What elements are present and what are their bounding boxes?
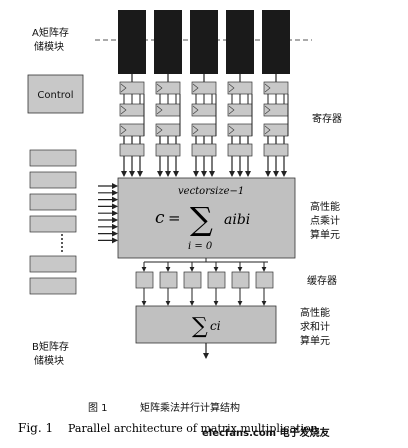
clock-mark — [192, 125, 199, 135]
sum-unit-label-2: 求和计 — [300, 320, 330, 333]
register-cell — [191, 143, 217, 157]
a-storage-block — [118, 10, 146, 74]
register-cell — [263, 143, 289, 157]
register-cell — [191, 123, 217, 137]
register-cell — [119, 123, 145, 137]
register-cell — [227, 103, 253, 117]
clock-mark — [192, 105, 199, 115]
register-cell — [155, 123, 181, 137]
control-box — [27, 74, 84, 114]
register-cell — [119, 81, 145, 95]
b-storage-block — [29, 215, 77, 233]
register-cell — [191, 103, 217, 117]
dot-product-unit — [117, 177, 296, 259]
watermark: elecfans.com 电子发烧友 — [202, 426, 330, 439]
sum-term: ci — [210, 319, 221, 333]
buffer-cell — [255, 271, 274, 289]
register-cell — [155, 103, 181, 117]
register-cell — [227, 123, 253, 137]
register-cell — [263, 81, 289, 95]
formula-lower-limit: i = 0 — [188, 241, 213, 252]
clock-mark — [120, 105, 127, 115]
register-cell — [191, 81, 217, 95]
register-cell — [263, 103, 289, 117]
a-storage-block — [262, 10, 290, 74]
b-storage-block — [29, 171, 77, 189]
formula-sigma: ∑ — [190, 200, 213, 238]
a-storage-block — [226, 10, 254, 74]
b-input-arrows — [98, 183, 118, 244]
b-storage-block — [29, 193, 77, 211]
register-cell — [227, 143, 253, 157]
caption-en-number: Fig. 1 — [18, 421, 53, 435]
buffer-cell — [159, 271, 178, 289]
sum-unit — [135, 305, 277, 344]
a-module-label-1: A矩阵存 — [32, 26, 69, 39]
clock-mark — [264, 105, 271, 115]
buffer-cell — [183, 271, 202, 289]
register-cell — [155, 81, 181, 95]
formula-lhs: c — [155, 208, 165, 228]
formula-upper-limit: vectorsize−1 — [178, 186, 244, 197]
sum-unit-label-3: 算单元 — [300, 334, 330, 347]
register-cell — [155, 143, 181, 157]
clock-mark — [264, 83, 271, 93]
formula-term: aibi — [224, 212, 250, 228]
dot-unit-label-2: 点乘计 — [310, 214, 340, 227]
buffer-cell — [207, 271, 226, 289]
sum-sigma: ∑ — [192, 314, 208, 339]
a-module-label-2: 储模块 — [34, 40, 64, 53]
clock-mark — [156, 105, 163, 115]
register-cell — [227, 81, 253, 95]
buffer-label: 缓存器 — [307, 274, 337, 287]
a-storage-block — [190, 10, 218, 74]
formula-equals: = — [168, 209, 181, 227]
register-cell — [119, 103, 145, 117]
register-cell — [119, 143, 145, 157]
register-label: 寄存器 — [312, 112, 342, 125]
dot-unit-label-3: 算单元 — [310, 228, 340, 241]
clock-mark — [120, 83, 127, 93]
sum-unit-label-1: 高性能 — [300, 306, 330, 319]
buffer-cell — [231, 271, 250, 289]
caption-en-text: Parallel architecture of matrix multipli… — [68, 422, 318, 435]
clock-mark — [228, 105, 235, 115]
clock-mark — [120, 125, 127, 135]
b-storage-block — [29, 255, 77, 273]
clock-mark — [156, 83, 163, 93]
b-module-label-1: B矩阵存 — [32, 340, 69, 353]
register-cell — [263, 123, 289, 137]
b-storage-block — [29, 277, 77, 295]
clock-mark — [156, 125, 163, 135]
dot-unit-label-1: 高性能 — [310, 200, 340, 213]
clock-mark — [192, 83, 199, 93]
buffer-registers — [135, 262, 274, 306]
caption-cn-text: 矩阵乘法并行计算结构 — [140, 401, 240, 414]
a-storage-columns — [118, 10, 290, 177]
b-storage-block — [29, 149, 77, 167]
b-storage-column — [29, 149, 77, 295]
clock-mark — [228, 83, 235, 93]
control-label: Control — [37, 90, 73, 101]
caption-cn-number: 图 1 — [88, 402, 108, 414]
buffer-cell — [135, 271, 154, 289]
a-storage-block — [154, 10, 182, 74]
b-module-label-2: 储模块 — [34, 354, 64, 367]
clock-mark — [228, 125, 235, 135]
clock-mark — [264, 125, 271, 135]
